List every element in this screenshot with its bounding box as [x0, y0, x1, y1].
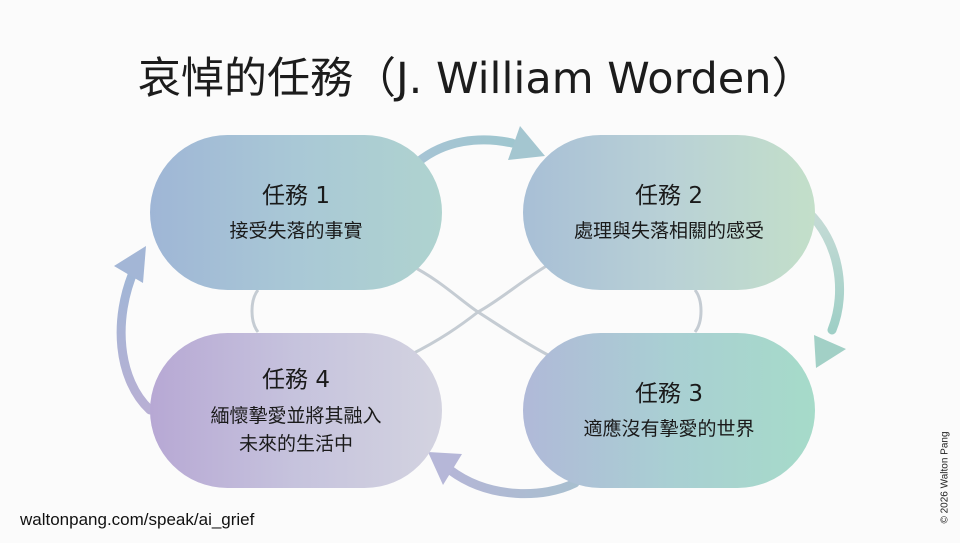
task-2-name: 任務 2	[635, 183, 703, 209]
arrow-1-to-2-icon	[413, 126, 545, 167]
task-3-node: 任務 3 適應沒有摯愛的世界	[523, 333, 815, 488]
task-2-description: 處理與失落相關的感受	[573, 220, 764, 242]
task-4-name: 任務 4	[262, 366, 330, 393]
task-4-description-line-2: 未來的生活中	[238, 432, 353, 455]
arrow-2-to-3-icon	[803, 207, 846, 368]
task-3-name: 任務 3	[635, 381, 703, 407]
copyright-notice: © 2026 Walton Pang	[939, 431, 951, 524]
task-2-node: 任務 2 處理與失落相關的感受	[523, 135, 815, 290]
page-title: 哀悼的任務（J. William Worden）	[138, 54, 815, 104]
task-1-description: 接受失落的事實	[229, 220, 363, 242]
task-4-node: 任務 4 緬懷摯愛並將其融入 未來的生活中	[150, 333, 442, 488]
footer-url: waltonpang.com/speak/ai_grief	[20, 510, 255, 529]
arrow-3-to-4-icon	[428, 452, 580, 499]
task-4-description-line-1: 緬懷摯愛並將其融入	[210, 404, 382, 427]
task-1-node: 任務 1 接受失落的事實	[150, 135, 442, 290]
task-3-description: 適應沒有摯愛的世界	[583, 418, 755, 440]
arrow-4-to-1-icon	[114, 246, 155, 415]
infinity-loop-icon	[250, 263, 703, 357]
task-1-name: 任務 1	[262, 183, 330, 209]
